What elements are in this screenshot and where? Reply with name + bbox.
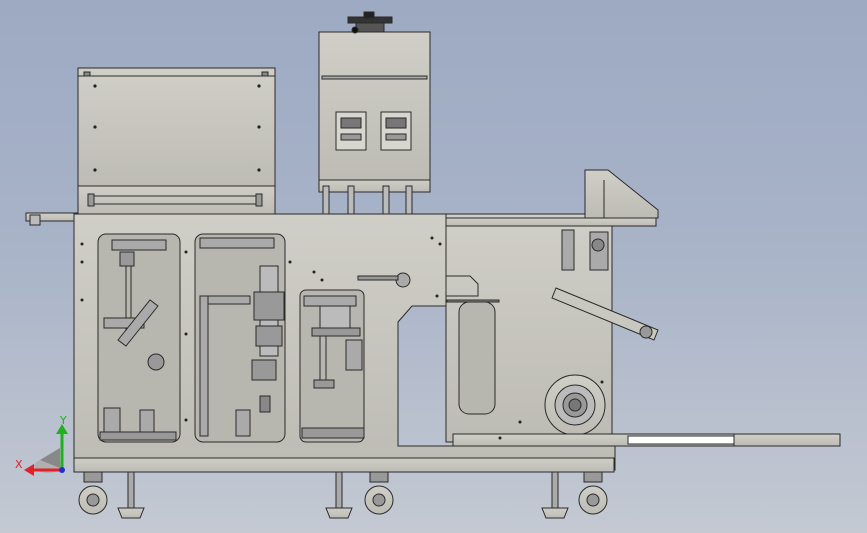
z-axis-icon	[59, 467, 65, 473]
frame-holes	[80, 236, 604, 440]
hopper-bolts	[93, 84, 261, 172]
top-hopper-box	[77, 67, 276, 215]
right-mechanism	[301, 295, 365, 439]
x-axis-label: X	[15, 458, 23, 471]
output-conveyor	[452, 433, 841, 447]
leveling-feet	[117, 471, 569, 519]
coordinate-triad-icon: Y X	[15, 414, 68, 476]
middle-mechanism	[199, 237, 285, 437]
left-mechanism	[99, 239, 177, 441]
triad-plane-icon	[40, 448, 60, 468]
caster-wheels	[78, 471, 608, 515]
y-axis-label: Y	[59, 414, 67, 427]
right-conveyor-frame	[445, 169, 659, 443]
control-box	[318, 11, 431, 215]
base-rail	[73, 457, 615, 473]
